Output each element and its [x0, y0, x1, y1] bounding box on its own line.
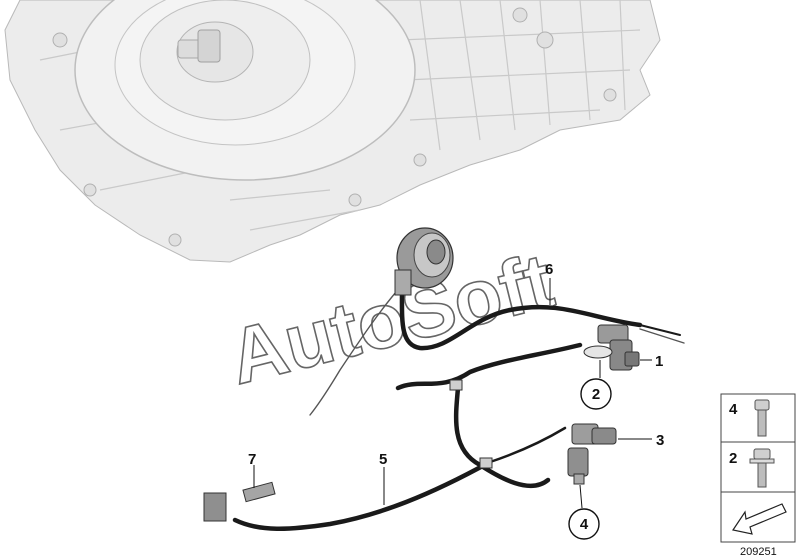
- callout-2-circle: 2: [580, 378, 612, 410]
- wiring-harness-6: [309, 284, 685, 416]
- callout-2: 2: [592, 386, 600, 403]
- watermark: AutoSoft: [220, 235, 562, 402]
- legend-label-2: 2: [729, 450, 737, 467]
- fastener-legend: 4 2: [720, 393, 796, 543]
- cable-clip: [479, 457, 493, 469]
- legend-label-4: 4: [729, 401, 738, 418]
- callout-5: 5: [379, 451, 387, 468]
- watermark-text: AutoSoft: [221, 236, 562, 401]
- cable-clip: [449, 379, 463, 391]
- arrow-down-left-icon: [732, 503, 787, 535]
- transmission-housing: [4, 0, 661, 263]
- leader-lines: [253, 278, 652, 509]
- bolt-icon: [754, 399, 770, 437]
- callout-1: 1: [655, 353, 663, 370]
- callout-4: 4: [580, 516, 589, 533]
- part-7-connector: [203, 481, 276, 522]
- callout-6: 6: [545, 261, 553, 278]
- harness-connector: [394, 227, 454, 296]
- bolt-with-washer-icon: [749, 448, 775, 488]
- reference-number: 209251: [740, 546, 777, 558]
- part-1-sensor: [583, 324, 640, 371]
- callout-7: 7: [248, 451, 256, 468]
- callout-3: 3: [656, 432, 664, 449]
- callout-4-circle: 4: [568, 508, 600, 540]
- part-3-sensor: [567, 423, 617, 485]
